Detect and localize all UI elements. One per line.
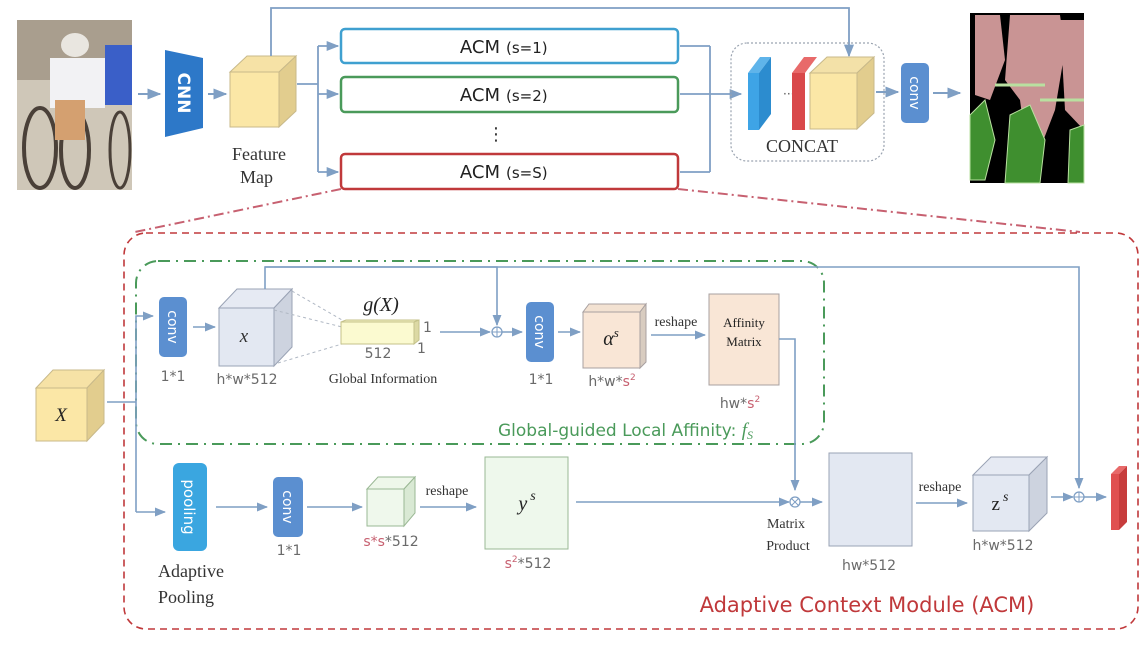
gla-title-sub: S — [747, 428, 753, 442]
pooling-block: pooling — [173, 463, 207, 551]
y-symbol: y — [516, 493, 527, 515]
product-label-1: Matrix — [767, 517, 805, 532]
acm-title: Adaptive Context Module (ACM) — [700, 593, 1035, 617]
pooling-caption-1: Adaptive — [158, 561, 224, 581]
affinity-size-prefix: hw* — [720, 396, 747, 412]
gx-caption: Global Information — [329, 372, 437, 387]
small-cube — [365, 475, 417, 528]
feature-map-cube — [228, 54, 298, 129]
pooling-caption-2: Pooling — [158, 587, 214, 607]
reshape-label-2: reshape — [426, 484, 469, 499]
conv-top-label: conv — [906, 76, 922, 109]
z-sup: s — [1003, 490, 1009, 505]
acm-module-border — [123, 232, 1139, 630]
concat-label: CONCAT — [766, 136, 838, 156]
y-size-rest: *512 — [518, 556, 552, 572]
gx-vector — [340, 319, 420, 346]
affinity-size-sup: 2 — [754, 395, 760, 405]
conv1-size: 1*1 — [161, 369, 186, 385]
cnn-block: CNN — [165, 50, 203, 137]
x-cube: x — [217, 287, 294, 368]
acm-box-s2-param: (s=2) — [506, 87, 548, 105]
input-image — [17, 20, 132, 190]
hw-size: hw*512 — [842, 558, 896, 574]
alpha-cube: αs — [582, 302, 647, 370]
cnn-label: CNN — [173, 73, 193, 114]
conv1-label: conv — [164, 310, 180, 343]
feature-map-label-1: Feature — [232, 144, 286, 164]
conv3-size: 1*1 — [277, 543, 302, 559]
matrix-product-op — [789, 496, 801, 508]
affinity-line2: Matrix — [726, 334, 762, 349]
small-cube-size: s*s*512 — [363, 534, 418, 550]
gla-title-symbol: f — [742, 420, 750, 441]
acm-box-sS: ACM (s=S) — [339, 152, 680, 191]
add-op-2 — [1073, 491, 1085, 503]
gla-border — [135, 260, 825, 445]
acm-box-sS-param: (s=S) — [506, 164, 548, 182]
acm-box-s1-param: (s=1) — [506, 39, 548, 57]
input-x-cube: X — [34, 368, 106, 443]
conv2-label: conv — [531, 315, 547, 348]
conv-block-top: conv — [901, 63, 929, 123]
gx-dim-h: 1 — [423, 320, 432, 336]
input-x-label: X — [54, 405, 68, 426]
y-size-sup: 2 — [512, 555, 518, 565]
affinity-matrix: Affinity Matrix — [708, 293, 780, 386]
y-size-s: s — [505, 556, 512, 572]
conv2-block: conv — [526, 302, 554, 362]
gx-label: g(X) — [363, 294, 399, 316]
z-size: h*w*512 — [972, 538, 1033, 554]
conv3-block: conv — [273, 477, 303, 537]
alpha-label: αs — [603, 325, 619, 350]
acm-box-s1-label: ACM — [460, 37, 500, 58]
affinity-size-s: s — [747, 396, 754, 412]
alpha-size: h*w*s2 — [588, 373, 635, 390]
acm-output-slab — [1111, 466, 1127, 530]
alpha-size-s: s — [623, 374, 630, 390]
alpha-symbol: α — [603, 328, 614, 350]
acm-box-s1: ACM (s=1) — [339, 27, 680, 65]
conv3-label: conv — [279, 490, 295, 523]
reshape-label-3: reshape — [919, 480, 962, 495]
acm-box-s2-label: ACM — [460, 85, 500, 106]
alpha-sup: s — [614, 325, 619, 340]
product-label-2: Product — [766, 539, 810, 554]
conv1-block: conv — [159, 297, 187, 357]
affinity-line1: Affinity — [723, 315, 765, 330]
small-cube-size-s: s*s — [363, 534, 385, 550]
x-size: h*w*512 — [216, 372, 277, 388]
segmentation-output — [969, 13, 1085, 184]
gx-dim-w: 512 — [365, 346, 392, 362]
y-sup: s — [530, 489, 536, 504]
z-symbol: z — [992, 494, 1000, 515]
gla-title: Global-guided Local Affinity: fS — [498, 420, 753, 442]
concat-dots: ··· — [783, 87, 794, 101]
acm-box-sS-label: ACM — [460, 162, 500, 183]
concat-group: ··· CONCAT — [730, 42, 885, 162]
affinity-size: hw*s2 — [720, 395, 760, 412]
alpha-size-prefix: h*w* — [588, 374, 622, 390]
conv2-size: 1*1 — [529, 372, 554, 388]
acm-box-s2: ACM (s=2) — [339, 75, 680, 114]
pooling-label: pooling — [180, 479, 198, 534]
x-label: x — [239, 326, 249, 347]
acm-ellipsis: ⋮ — [487, 124, 505, 145]
alpha-size-sup: 2 — [630, 373, 636, 383]
hw-matrix — [828, 452, 913, 547]
small-cube-size-rest: *512 — [385, 534, 419, 550]
add-op-1 — [491, 326, 503, 338]
feature-map-label-2: Map — [240, 167, 273, 187]
gx-dim-d: 1 — [417, 341, 426, 357]
reshape-label-1: reshape — [655, 315, 698, 330]
y-size: s2*512 — [505, 555, 552, 572]
gla-title-text: Global-guided Local Affinity: — [498, 421, 742, 441]
